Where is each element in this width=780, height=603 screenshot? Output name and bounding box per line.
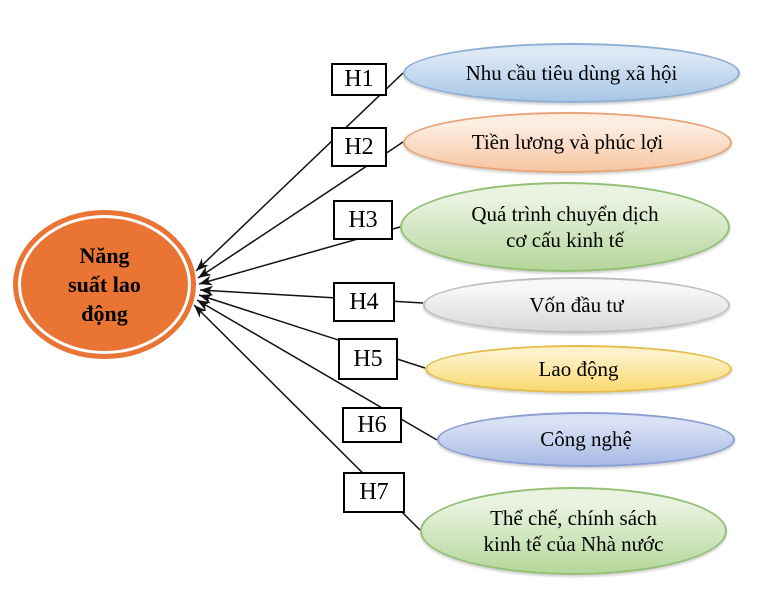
center-node-labor-productivity: Năng suất lao động: [13, 210, 196, 359]
factor-label-line1: Tiền lương và phúc lợi: [471, 130, 664, 155]
hypothesis-box-h2: H2: [331, 127, 387, 167]
hypothesis-box-h6: H6: [342, 407, 402, 443]
factor-ellipse-technology: Công nghệ: [437, 412, 735, 467]
factor-label-line2: cơ cấu kinh tế: [506, 228, 624, 252]
hypothesis-label-h6: H6: [357, 411, 387, 438]
factor-label: Nhu cầu tiêu dùng xã hội: [466, 60, 678, 86]
factor-label: Công nghệ: [540, 426, 632, 452]
hypothesis-box-h7: H7: [343, 472, 405, 513]
factor-label-line1: Quá trình chuyển dịch: [471, 201, 659, 226]
center-node-label-line1: Năng: [79, 242, 130, 268]
hypothesis-label-h5: H5: [353, 345, 383, 372]
factor-ellipse-state-institutions-policy: Thể chế, chính sách kinh tế của Nhà nước: [420, 487, 727, 575]
hypothesis-box-h1: H1: [331, 63, 387, 96]
hypothesis-label-h2: H2: [344, 133, 374, 160]
factor-label-line1: Thể chế, chính sách: [490, 505, 657, 530]
hypothesis-label-h7: H7: [359, 479, 389, 505]
hypothesis-label-h3: H3: [348, 206, 378, 233]
hypothesis-box-h4: H4: [333, 282, 395, 322]
factor-ellipse-economic-restructuring: Quá trình chuyển dịch cơ cấu kinh tế: [400, 182, 730, 272]
factor-label: Lao động: [539, 356, 619, 382]
factor-label: Vốn đầu tư: [529, 292, 623, 318]
factor-label: Quá trình chuyển dịch cơ cấu kinh tế: [471, 201, 658, 254]
center-node-label: Năng suất lao động: [68, 241, 141, 328]
center-node-label-line2: suất lao: [68, 271, 141, 297]
factor-label-line1: Nhu cầu tiêu dùng xã hội: [465, 60, 678, 85]
arrow-h1: [195, 72, 404, 272]
factor-label-line1: Lao động: [538, 356, 619, 381]
factor-ellipse-consumer-demand: Nhu cầu tiêu dùng xã hội: [403, 43, 740, 103]
factor-label-line1: Vốn đầu tư: [529, 292, 624, 317]
hypothesis-label-h1: H1: [344, 66, 374, 92]
factor-label-line1: Công nghệ: [540, 427, 632, 452]
hypothesis-label-h4: H4: [349, 288, 379, 315]
hypothesis-box-h5: H5: [338, 338, 398, 380]
factor-ellipse-wages-welfare: Tiền lương và phúc lợi: [403, 112, 732, 173]
factor-label-line2: kinh tế của Nhà nước: [483, 532, 664, 556]
factor-label: Thể chế, chính sách kinh tế của Nhà nước: [484, 505, 664, 558]
center-node-label-line3: động: [81, 301, 128, 327]
factor-ellipse-labor: Lao động: [425, 345, 732, 393]
factor-label: Tiền lương và phúc lợi: [472, 129, 663, 155]
hypothesis-box-h3: H3: [333, 200, 393, 240]
factor-ellipse-investment-capital: Vốn đầu tư: [423, 277, 730, 333]
